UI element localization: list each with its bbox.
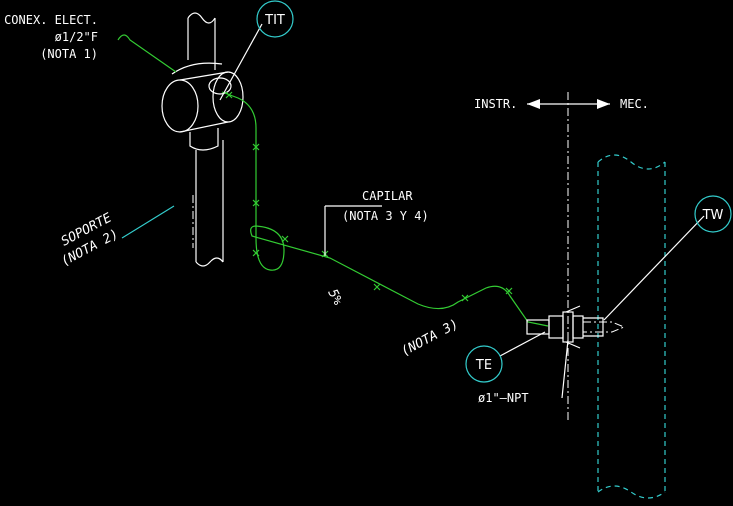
tag-tit-label: TIT	[264, 13, 285, 28]
slope-label: 5%	[324, 287, 345, 308]
tag-tw-label: TW	[702, 208, 724, 223]
conex-label-1: CONEX. ELECT.	[4, 13, 98, 27]
process-pipe	[597, 154, 666, 499]
capilar-label-1: CAPILAR	[362, 189, 413, 203]
tag-tit[interactable]: TIT	[256, 0, 294, 38]
npt-label: ø1"–NPT	[478, 391, 529, 405]
electrical-conduit	[117, 34, 177, 73]
tag-te-label: TE	[475, 358, 492, 373]
mec-label: MEC.	[620, 97, 649, 111]
leader-lines	[121, 23, 705, 399]
thermowell-assembly	[526, 305, 626, 349]
capillary-marks	[225, 91, 513, 302]
nota3-label: (NOTA 3)	[399, 317, 461, 360]
capilar-label-2: (NOTA 3 Y 4)	[342, 209, 429, 223]
tag-te[interactable]: TE	[465, 345, 503, 383]
instr-mec-arrows	[527, 99, 610, 109]
tag-tw[interactable]: TW	[694, 195, 732, 233]
conex-label-2: ø1/2"F	[55, 30, 98, 44]
conex-label-3: (NOTA 1)	[40, 47, 98, 61]
support-pipe	[187, 12, 224, 267]
transmitter-body	[161, 62, 244, 151]
instr-label: INSTR.	[474, 97, 517, 111]
